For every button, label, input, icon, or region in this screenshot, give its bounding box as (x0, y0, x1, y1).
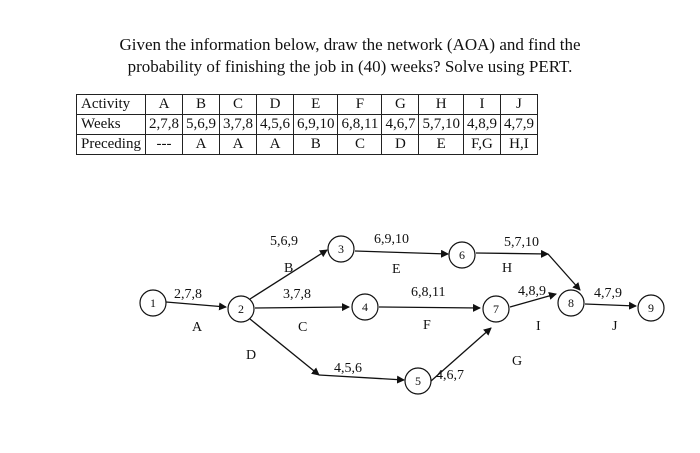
question-line-1: Given the information below, draw the ne… (119, 35, 581, 54)
node-circle-7 (482, 295, 510, 323)
node-label-9: 9 (648, 301, 654, 315)
question-text: Given the information below, draw the ne… (0, 34, 700, 78)
weeks-label-I: 4,8,9 (518, 284, 546, 299)
table-cell: A (255, 134, 294, 155)
arrow-C (254, 303, 350, 312)
node-label-2: 2 (238, 302, 244, 316)
arrow-E (354, 249, 449, 258)
table-cell: 4,6,7 (381, 114, 420, 135)
node-label-5: 5 (415, 374, 421, 388)
table-cell: 5,7,10 (418, 114, 464, 135)
node-label-8: 8 (568, 296, 574, 310)
arrow-G (430, 327, 492, 382)
table-cell: 4,5,6 (255, 114, 294, 135)
weeks-label-D: 4,5,6 (334, 361, 362, 376)
weeks-label-C: 3,7,8 (283, 287, 311, 302)
table-cell: F,G (462, 134, 501, 155)
name-label-J: J (612, 319, 618, 334)
name-label-A: A (192, 320, 203, 335)
arrow-F (378, 303, 481, 312)
arrow-H-cont (547, 253, 581, 291)
table-cell: D (381, 134, 420, 155)
weeks-label-G: 4,6,7 (436, 368, 464, 383)
node-label-4: 4 (362, 300, 368, 314)
row-header-cell: Preceding (76, 134, 146, 155)
name-label-B: B (284, 261, 293, 276)
table-cell: A (181, 134, 220, 155)
name-label-D: D (246, 348, 256, 363)
arrow-A (165, 301, 227, 311)
node-label-1: 1 (150, 296, 156, 310)
weeks-label-A: 2,7,8 (174, 287, 202, 302)
weeks-label-B: 5,6,9 (270, 234, 298, 249)
node-circle-3 (327, 235, 355, 263)
name-label-E: E (392, 262, 401, 277)
weeks-label-H: 5,7,10 (504, 235, 539, 250)
weeks-label-J: 4,7,9 (594, 286, 622, 301)
name-label-F: F (423, 318, 431, 333)
node-circle-6 (448, 241, 476, 269)
name-label-H: H (502, 261, 512, 276)
question-line-2: probability of finishing the job in (40)… (127, 57, 573, 76)
arrow-D-cont (318, 374, 405, 384)
row-header-cell: Weeks (76, 114, 146, 135)
name-label-G: G (512, 354, 522, 369)
arrow-H (475, 249, 549, 258)
node-circle-5 (404, 367, 432, 395)
arrow-D (249, 318, 320, 376)
node-label-3: 3 (338, 242, 344, 256)
name-label-I: I (536, 319, 541, 334)
node-circle-2 (227, 295, 255, 323)
node-label-6: 6 (459, 248, 465, 262)
arrow-I (509, 292, 557, 308)
node-circle-8 (557, 289, 585, 317)
name-label-C: C (298, 320, 307, 335)
table-cell: 5,6,9 (181, 114, 220, 135)
arrow-J (584, 301, 637, 310)
node-label-7: 7 (493, 302, 499, 316)
weeks-label-E: 6,9,10 (374, 232, 409, 247)
node-circle-4 (351, 293, 379, 321)
table-cell: H,I (499, 134, 538, 155)
node-circle-1 (139, 289, 167, 317)
arrow-B (249, 249, 328, 300)
node-circle-9 (637, 294, 665, 322)
weeks-label-F: 6,8,11 (411, 285, 445, 300)
